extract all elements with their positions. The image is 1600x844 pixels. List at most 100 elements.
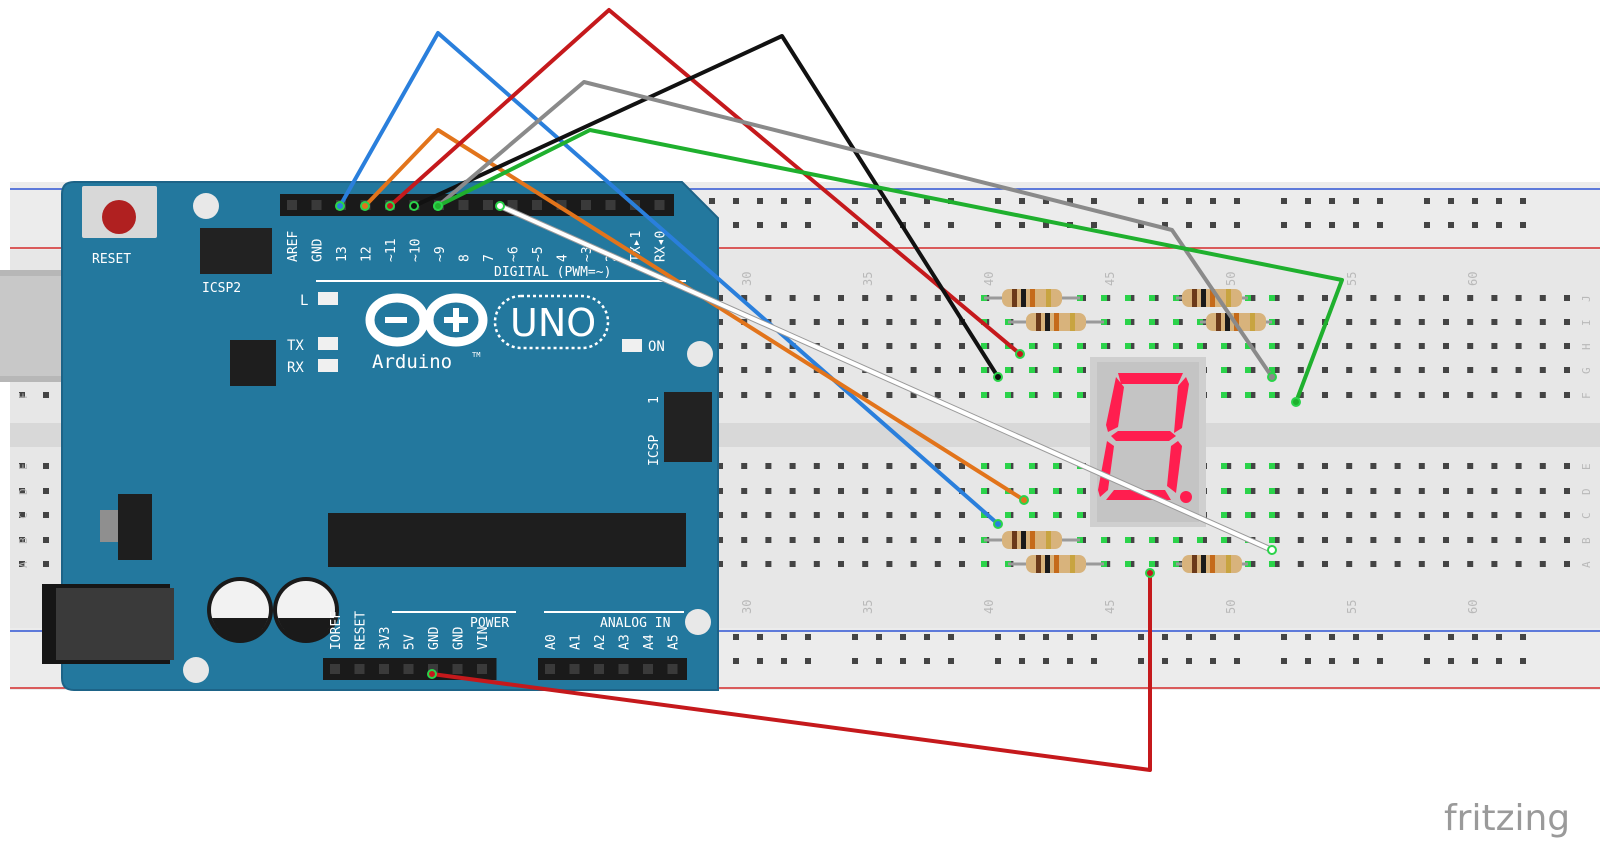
rail-hole <box>1520 634 1526 640</box>
mount-hole <box>687 341 713 367</box>
breadboard-hole <box>1515 392 1522 398</box>
rail-hole <box>1472 222 1478 228</box>
connected-hole <box>1149 319 1155 325</box>
rail-hole <box>876 222 882 228</box>
breadboard-hole <box>1539 343 1546 349</box>
rail-hole <box>757 222 763 228</box>
led-tx-label: TX <box>287 338 304 354</box>
breadboard-hole <box>1249 561 1256 567</box>
row-letter: E <box>17 463 30 470</box>
connected-hole <box>1269 463 1275 469</box>
column-number: 35 <box>861 600 875 614</box>
breadboard-hole <box>838 295 844 301</box>
connected-hole <box>1077 512 1083 518</box>
rail-hole <box>757 658 763 664</box>
wire-end <box>335 201 345 211</box>
connected-hole <box>981 367 987 373</box>
breadboard-hole <box>1564 392 1570 398</box>
breadboard-hole <box>789 392 796 398</box>
breadboard-hole <box>43 463 49 469</box>
resistor-band <box>1030 531 1035 549</box>
connected-hole <box>1269 392 1275 398</box>
breadboard-hole <box>741 392 748 398</box>
rail-hole <box>1210 222 1216 228</box>
column-number: 60 <box>1466 272 1480 286</box>
reset-button[interactable] <box>102 200 136 234</box>
resistor-band <box>1225 313 1230 331</box>
breadboard-hole <box>1152 343 1159 349</box>
rail-hole <box>1520 658 1526 664</box>
header-pin <box>428 664 438 674</box>
breadboard-hole <box>1418 319 1425 325</box>
breadboard-hole <box>1249 512 1256 518</box>
breadboard-hole <box>1322 537 1328 543</box>
wire-end <box>1267 372 1277 382</box>
breadboard-hole <box>959 367 965 373</box>
breadboard-hole <box>717 367 723 373</box>
breadboard-hole <box>813 319 820 325</box>
rail-hole <box>1091 658 1097 664</box>
rail-hole <box>1210 658 1216 664</box>
resistor-band <box>1210 555 1215 573</box>
rail-hole <box>1520 198 1526 204</box>
rail-hole <box>1448 198 1454 204</box>
pin-label: ~5 <box>531 246 546 262</box>
rail-hole <box>995 222 1001 228</box>
breadboard-hole <box>838 463 844 469</box>
breadboard-hole <box>838 561 844 567</box>
rail-hole <box>1353 222 1359 228</box>
breadboard-hole <box>741 561 748 567</box>
voltage-regulator-body <box>118 494 152 560</box>
breadboard-hole <box>910 488 917 494</box>
led-on-label: ON <box>648 339 665 355</box>
wire-red-power <box>427 568 1155 772</box>
breadboard-hole <box>934 537 941 543</box>
breadboard-hole <box>1491 392 1498 398</box>
wire-path <box>412 34 1000 379</box>
rail-hole <box>948 222 954 228</box>
rail-hole <box>733 634 739 640</box>
power-jack-side <box>56 588 174 660</box>
rail-hole <box>1281 634 1287 640</box>
mount-hole <box>685 609 711 635</box>
breadboard-hole <box>1322 343 1328 349</box>
breadboard-hole <box>1443 488 1449 494</box>
connected-hole <box>981 561 987 567</box>
wire-path <box>388 8 1022 356</box>
breadboard-hole <box>1491 295 1498 301</box>
column-number: 35 <box>861 272 875 286</box>
brand-label: Arduino <box>372 351 452 373</box>
wire-orange <box>360 128 1029 505</box>
connected-hole <box>1053 488 1059 494</box>
breadboard-hole <box>1273 488 1280 494</box>
trademark: TM <box>472 351 480 359</box>
breadboard-hole <box>1564 367 1570 373</box>
breadboard-hole <box>717 512 723 518</box>
breadboard-hole <box>1297 295 1304 301</box>
resistor-band <box>1030 289 1035 307</box>
breadboard-hole <box>1346 463 1353 469</box>
breadboard-hole <box>19 561 25 567</box>
pin-label: 4 <box>556 254 571 262</box>
connected-hole <box>1053 392 1059 398</box>
breadboard-hole <box>959 343 965 349</box>
connected-hole <box>1269 537 1275 543</box>
row-letter: A <box>17 561 30 568</box>
capacitor <box>207 577 273 643</box>
resistor-band <box>1021 531 1026 549</box>
rail-hole <box>1043 634 1049 640</box>
breadboard-hole <box>1104 343 1111 349</box>
header-pin <box>643 664 653 674</box>
breadboard-hole <box>1176 319 1183 325</box>
connected-hole <box>1197 343 1203 349</box>
pin-label: 12 <box>360 246 375 262</box>
row-letter: F <box>17 392 30 399</box>
breadboard-hole <box>765 343 772 349</box>
segment-b <box>1174 377 1189 433</box>
breadboard-hole <box>1491 512 1498 518</box>
rail-hole <box>1424 658 1430 664</box>
column-number: 45 <box>1103 600 1117 614</box>
breadboard-hole <box>1564 463 1570 469</box>
connected-hole <box>1029 367 1035 373</box>
wire-path <box>436 80 1274 379</box>
